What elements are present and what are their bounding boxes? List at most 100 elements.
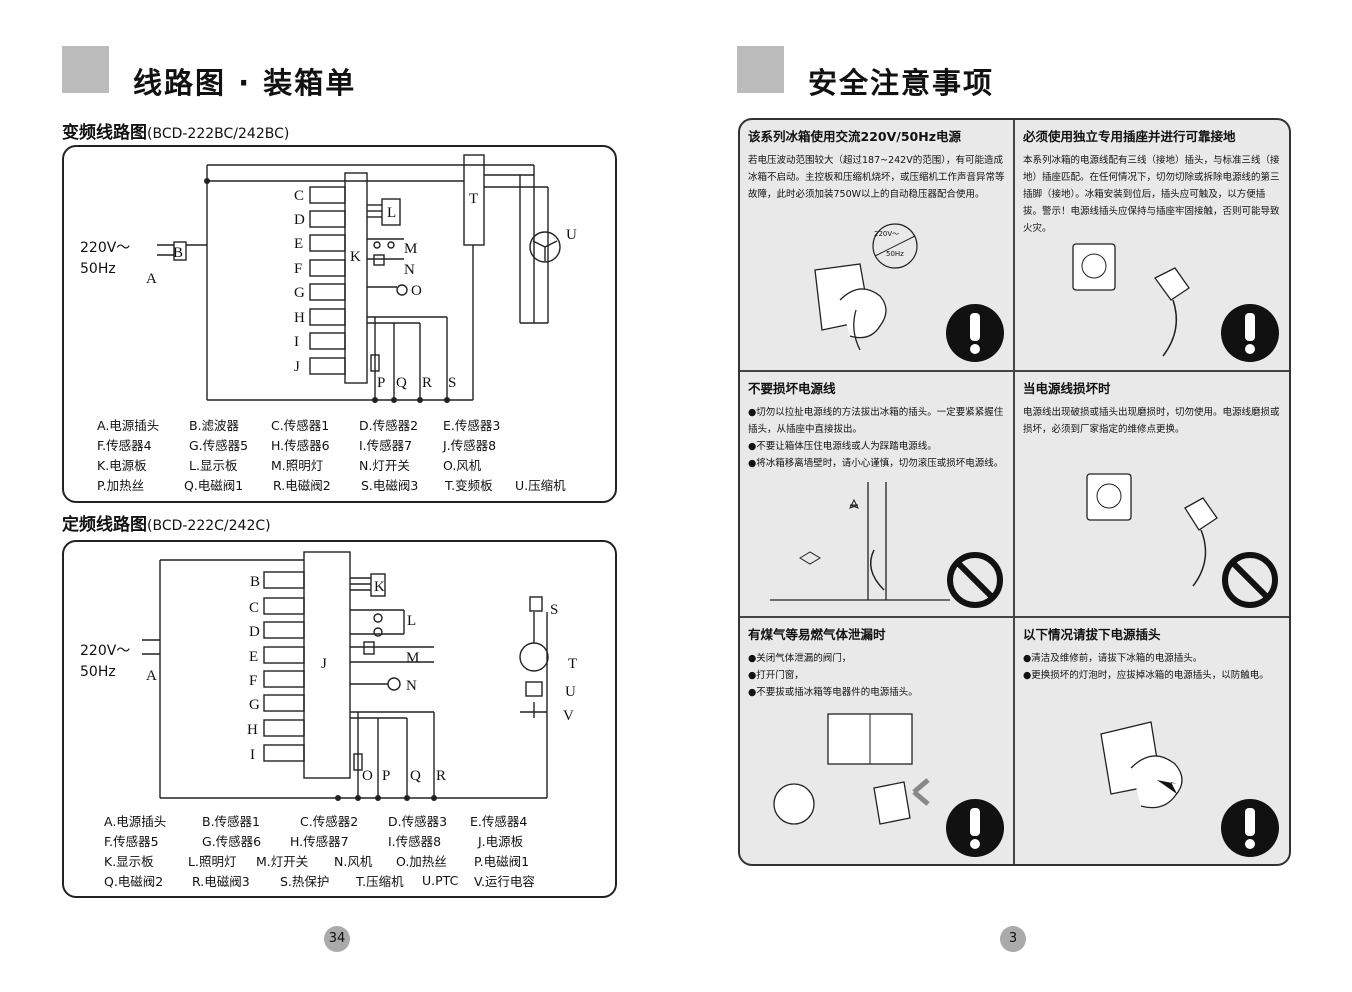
legend-item: Q.电磁阀1 bbox=[184, 477, 244, 493]
legend-item: P.电磁阀1 bbox=[474, 853, 530, 869]
three-pin-socket-and-plug-illustration bbox=[1072, 243, 1190, 357]
svg-text:T: T bbox=[469, 191, 478, 207]
cell-bullet: ●不要让箱体压住电源线或人为踩踏电源线。 bbox=[748, 441, 937, 452]
legend-item: F.传感器5 bbox=[104, 833, 159, 849]
legend-item: F.传感器4 bbox=[97, 437, 152, 453]
plug-in-socket-illustration bbox=[814, 223, 918, 351]
svg-text:A: A bbox=[146, 668, 157, 684]
svg-text:H: H bbox=[294, 310, 305, 326]
legend-item: T.变频板 bbox=[445, 477, 493, 493]
svg-text:F: F bbox=[249, 673, 257, 689]
svg-text:M: M bbox=[406, 650, 419, 666]
legend-item: S.热保护 bbox=[280, 873, 330, 889]
warning-exclamation-icon bbox=[946, 799, 1004, 857]
svg-text:O: O bbox=[411, 283, 422, 299]
svg-text:E: E bbox=[249, 649, 258, 665]
legend-item: Q.电磁阀2 bbox=[104, 873, 164, 889]
legend-item: B.滤波器 bbox=[189, 417, 240, 433]
legend-item: U.压缩机 bbox=[515, 477, 566, 493]
section2-model: (BCD-222C/242C) bbox=[147, 518, 271, 534]
gas-leak-window-illustration bbox=[773, 713, 930, 825]
svg-text:Q: Q bbox=[410, 768, 421, 784]
section1-frequency: 50Hz bbox=[80, 261, 116, 277]
frequency-label: 50Hz bbox=[886, 250, 904, 258]
cell-title: 有煤气等易燃气体泄漏时 bbox=[748, 627, 886, 642]
cell-title: 以下情况请拔下电源插头 bbox=[1023, 627, 1161, 642]
svg-text:N: N bbox=[404, 262, 415, 278]
legend-item: K.显示板 bbox=[104, 853, 154, 869]
warning-exclamation-icon bbox=[1221, 304, 1279, 362]
cell-bullet: ●切勿以拉扯电源线的方法拔出冰箱的插头。一定要紧紧握住插头，从插座中直接拔出。 bbox=[748, 407, 1004, 435]
legend-item: B.传感器1 bbox=[202, 813, 261, 829]
legend-item: C.传感器1 bbox=[271, 417, 330, 433]
svg-text:J: J bbox=[294, 359, 300, 375]
legend-item: G.传感器5 bbox=[189, 437, 249, 453]
svg-text:P: P bbox=[382, 768, 390, 784]
legend-item: U.PTC bbox=[422, 872, 459, 888]
legend-item: H.传感器6 bbox=[271, 437, 330, 453]
svg-text:I: I bbox=[250, 747, 255, 763]
legend-item: M.照明灯 bbox=[271, 457, 324, 473]
unplug-illustration bbox=[1100, 721, 1183, 809]
legend-item: J.电源板 bbox=[478, 833, 524, 849]
cell-bullet: ●清洁及维修前，请拔下冰箱的电源插头。 bbox=[1023, 653, 1203, 664]
section1-model: (BCD-222BC/242BC) bbox=[147, 126, 290, 142]
right-header-block bbox=[737, 46, 784, 93]
svg-text:O: O bbox=[362, 768, 373, 784]
panel-divider bbox=[1013, 120, 1015, 864]
svg-text:D: D bbox=[294, 212, 305, 228]
right-page-number: 3 bbox=[1000, 926, 1026, 952]
legend-item: T.压缩机 bbox=[356, 873, 404, 889]
legend-item: G.传感器6 bbox=[202, 833, 262, 849]
legend-item: D.传感器3 bbox=[388, 813, 448, 829]
svg-text:N: N bbox=[406, 678, 417, 694]
svg-text:M: M bbox=[404, 241, 417, 257]
svg-text:R: R bbox=[422, 375, 432, 391]
prohibited-icon bbox=[1222, 552, 1278, 608]
svg-text:I: I bbox=[294, 334, 299, 350]
legend-item: R.电磁阀2 bbox=[273, 477, 331, 493]
legend-item: S.电磁阀3 bbox=[361, 477, 419, 493]
cell-bullet: ●将冰箱移离墙壁时，请小心谨慎，切勿滚压或损坏电源线。 bbox=[748, 458, 1004, 469]
panel-divider bbox=[740, 616, 1289, 618]
svg-text:L: L bbox=[387, 205, 396, 221]
cell-title: 该系列冰箱使用交流220V/50Hz电源 bbox=[748, 129, 961, 144]
svg-text:S: S bbox=[550, 602, 558, 618]
legend-item: O.加热丝 bbox=[396, 853, 447, 869]
left-page-title: 线路图 · 装箱单 bbox=[133, 66, 357, 100]
right-page-title: 安全注意事项 bbox=[808, 66, 995, 100]
svg-text:G: G bbox=[249, 697, 260, 713]
legend-item: I.传感器7 bbox=[359, 437, 413, 453]
warning-exclamation-icon bbox=[946, 304, 1004, 362]
legend-item: A.电源插头 bbox=[97, 417, 160, 433]
svg-text:C: C bbox=[294, 188, 304, 204]
svg-text:K: K bbox=[350, 249, 361, 265]
legend-item: K.电源板 bbox=[97, 457, 147, 473]
svg-text:B: B bbox=[250, 574, 260, 590]
svg-text:P: P bbox=[377, 375, 385, 391]
legend-item: J.传感器8 bbox=[443, 437, 497, 453]
legend-item: D.传感器2 bbox=[359, 417, 419, 433]
legend-item: I.传感器8 bbox=[388, 833, 442, 849]
legend-item: L.照明灯 bbox=[188, 853, 237, 869]
svg-text:Q: Q bbox=[396, 375, 407, 391]
cell-body: 本系列冰箱的电源线配有三线（接地）插头，与标准三线（接地）插座匹配。在任何情况下… bbox=[1023, 155, 1280, 234]
legend-item: E.传感器4 bbox=[470, 813, 528, 829]
svg-text:C: C bbox=[249, 600, 259, 616]
cell-bullet: ●更换损坏的灯泡时，应拔掉冰箱的电源插头，以防触电。 bbox=[1023, 670, 1269, 681]
legend-item: P.加热丝 bbox=[97, 477, 145, 493]
legend-item: C.传感器2 bbox=[300, 813, 359, 829]
svg-text:G: G bbox=[294, 285, 305, 301]
prohibited-icon bbox=[947, 552, 1003, 608]
cell-title: 当电源线损坏时 bbox=[1023, 381, 1111, 396]
safety-cell-grounding: 必须使用独立专用插座并进行可靠接地 本系列冰箱的电源线配有三线（接地）插头，与标… bbox=[1015, 120, 1289, 370]
section2-voltage: 220V～ bbox=[80, 643, 131, 659]
cell-bullet: ●不要拔或插冰箱等电器件的电源插头。 bbox=[748, 687, 918, 698]
section1-title: 变频线路图(BCD-222BC/242BC) bbox=[62, 118, 289, 143]
legend-item: V.运行电容 bbox=[474, 873, 535, 889]
